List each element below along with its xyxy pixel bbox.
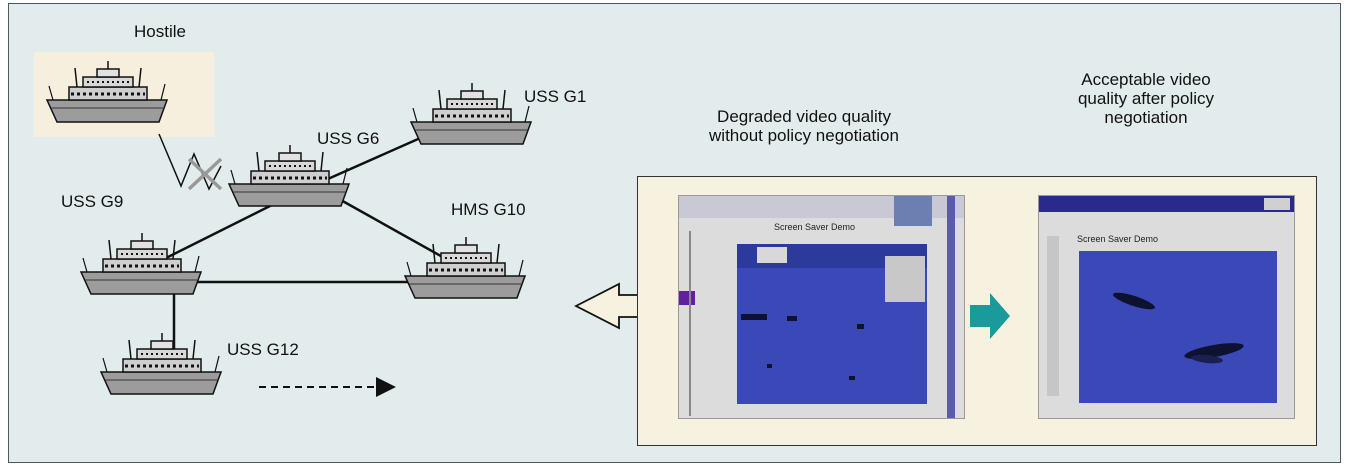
improvement-arrow <box>970 293 1010 339</box>
uss-g9-label: USS G9 <box>61 192 124 211</box>
hostile-label: Hostile <box>134 22 186 41</box>
ship-uss-g6 <box>227 143 351 208</box>
degraded-video-window: Screen Saver Demo <box>678 195 965 419</box>
acceptable-video-frame <box>1079 251 1277 403</box>
acceptable-video-window: Screen Saver Demo <box>1038 195 1295 419</box>
hms-g10-label: HMS G10 <box>451 200 526 219</box>
video-fish-shapes <box>1113 292 1244 364</box>
degraded-caption-line-2: without policy negotiation <box>709 126 899 145</box>
network-diagram: Hostile USS G1 USS G6 USS G9 HMS G10 USS… <box>8 3 1341 463</box>
uss-g1-label: USS G1 <box>524 87 587 106</box>
degraded-caption-line-1: Degraded video quality <box>717 107 891 126</box>
ship-uss-g12 <box>99 331 223 396</box>
acceptable-caption-line-1: Acceptable video <box>1081 70 1211 89</box>
uss-g12-label: USS G12 <box>227 340 299 359</box>
acceptable-caption: Acceptable video quality after policy ne… <box>1021 70 1271 127</box>
network-links <box>163 110 480 397</box>
degraded-window-title: Screen Saver Demo <box>774 222 856 232</box>
video-screens-panel: Screen Saver Demo Screen Saver Demo <box>637 176 1317 446</box>
ship-hostile <box>45 59 169 124</box>
ship-uss-g1 <box>409 81 533 146</box>
acceptable-caption-line-3: negotiation <box>1104 108 1188 127</box>
acceptable-caption-line-2: quality after policy <box>1077 89 1215 108</box>
jammed-link <box>158 133 223 191</box>
degraded-caption: Degraded video quality without policy ne… <box>669 107 939 145</box>
degraded-video-frame <box>737 244 927 404</box>
acceptable-window-title: Screen Saver Demo <box>1077 234 1159 244</box>
ship-uss-g9 <box>79 231 203 296</box>
uss-g6-label: USS G6 <box>317 129 380 148</box>
